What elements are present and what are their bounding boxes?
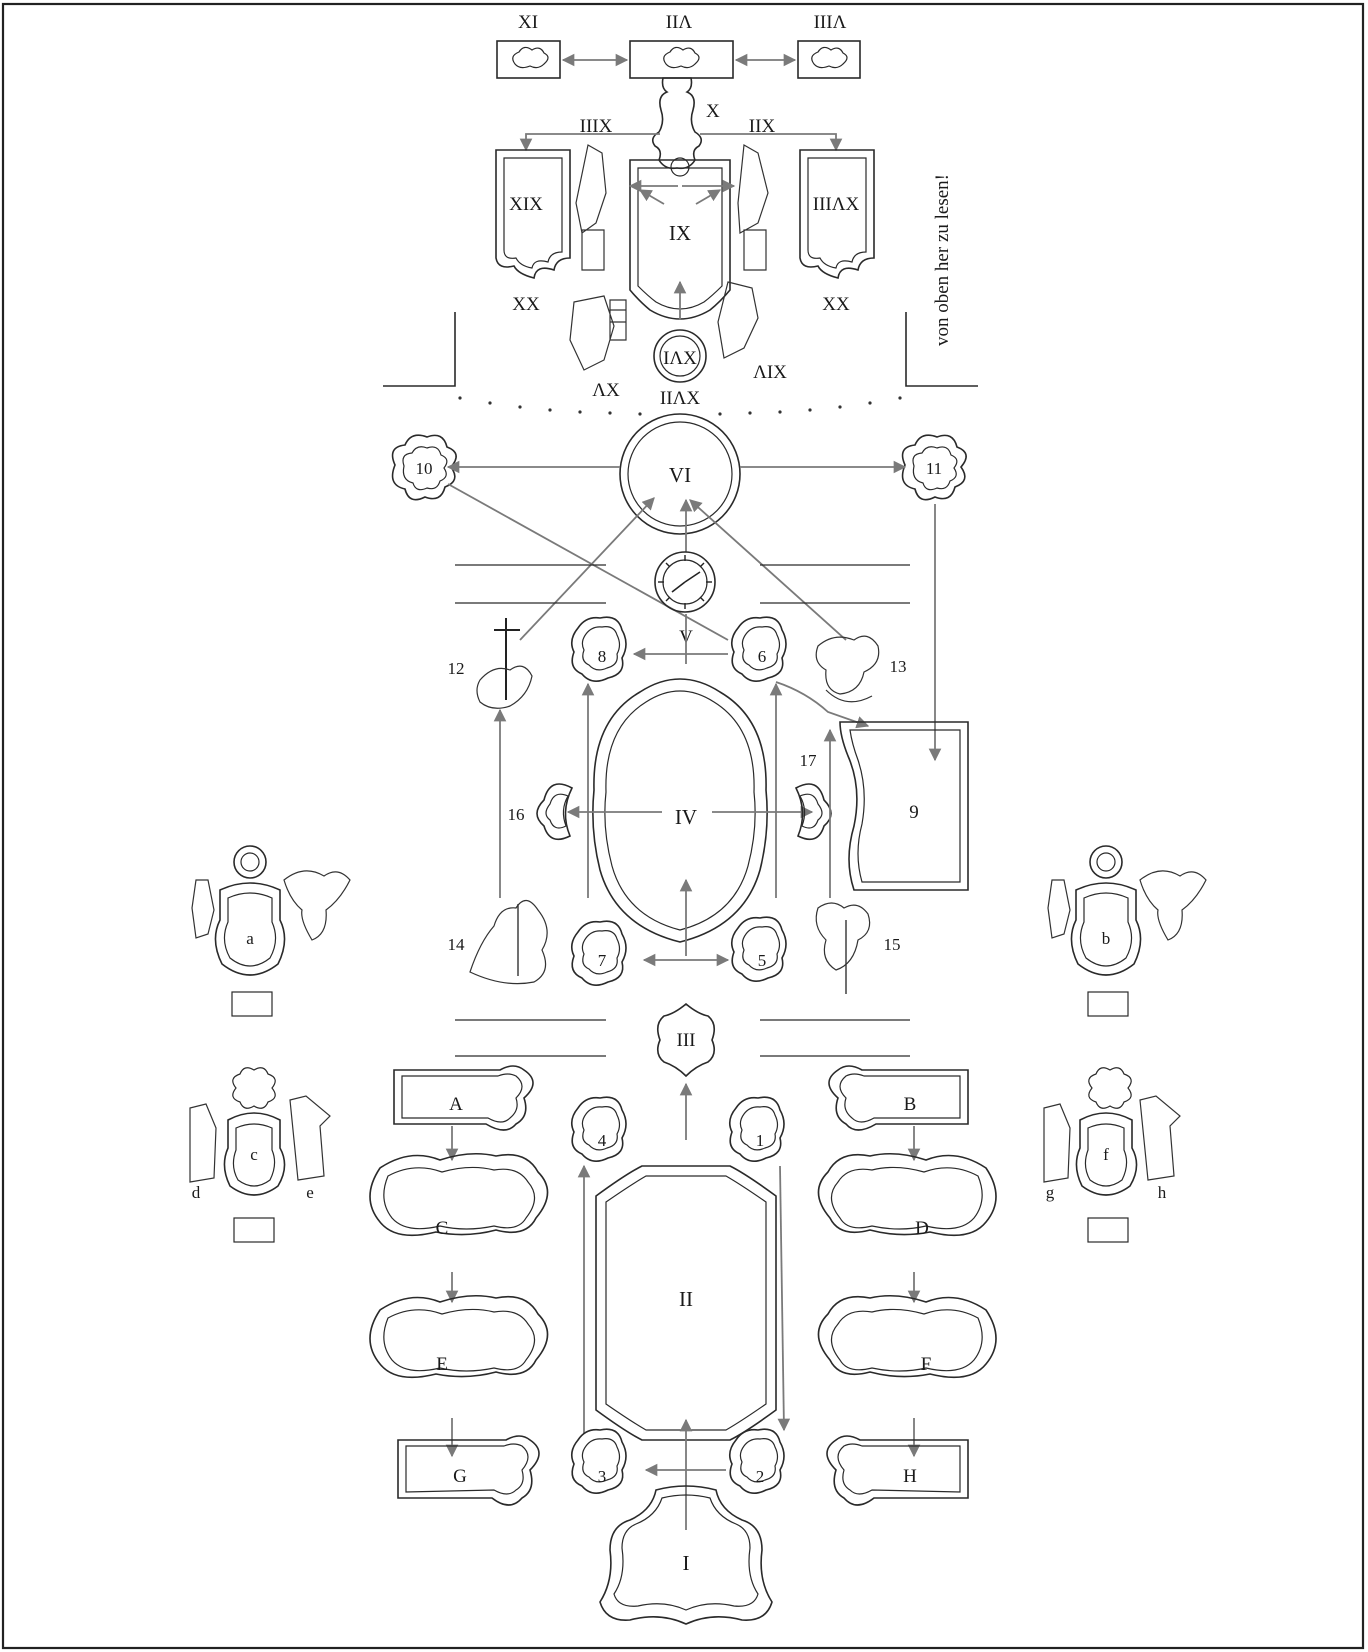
svg-text:d: d bbox=[192, 1183, 201, 1202]
cartouche-c: C bbox=[370, 1154, 548, 1239]
svg-text:I: I bbox=[683, 1551, 690, 1575]
svg-text:3: 3 bbox=[598, 1467, 607, 1486]
svg-text:b: b bbox=[1102, 929, 1111, 948]
cartouche-8: 8 bbox=[572, 617, 626, 681]
svg-text:II: II bbox=[679, 1287, 693, 1311]
cartouche-xi: XI bbox=[497, 12, 560, 78]
svg-text:IIIΛX: IIIΛX bbox=[813, 194, 860, 215]
cartouche-iiiv: IIIΛ bbox=[798, 12, 860, 78]
panel-xix: XIX XX bbox=[496, 150, 570, 315]
quatrefoil-10: 10 bbox=[393, 435, 457, 499]
side-group-a: a bbox=[192, 846, 350, 1016]
cartouche-5: 5 bbox=[732, 917, 786, 981]
side-note: von oben her zu lesen! bbox=[932, 174, 953, 346]
cartouche-iiv: IIΛ bbox=[630, 12, 733, 78]
svg-text:IΛX: IΛX bbox=[663, 348, 697, 369]
cartouche-iv: IV bbox=[593, 679, 767, 942]
svg-text:c: c bbox=[250, 1145, 258, 1164]
cartouche-f: F bbox=[818, 1296, 996, 1378]
svg-text:9: 9 bbox=[909, 802, 919, 823]
svg-text:8: 8 bbox=[598, 647, 607, 666]
svg-text:12: 12 bbox=[448, 659, 465, 678]
panel-ii: II bbox=[596, 1166, 776, 1440]
cartouche-2: 2 bbox=[730, 1429, 784, 1493]
svg-text:14: 14 bbox=[448, 935, 466, 954]
svg-text:C: C bbox=[436, 1218, 449, 1239]
svg-text:IX: IX bbox=[669, 221, 691, 245]
svg-text:ΛIX: ΛIX bbox=[753, 362, 787, 383]
svg-text:1: 1 bbox=[756, 1131, 765, 1150]
svg-text:15: 15 bbox=[884, 935, 901, 954]
svg-text:B: B bbox=[904, 1094, 917, 1115]
svg-text:13: 13 bbox=[890, 657, 907, 676]
figure-12: 12 bbox=[448, 618, 533, 708]
panel-9: 9 bbox=[840, 722, 968, 890]
middle-section: VI 10 11 bbox=[393, 414, 968, 1140]
svg-text:7: 7 bbox=[598, 951, 607, 970]
figure-15: 15 bbox=[816, 903, 900, 994]
figure-14: 14 bbox=[448, 900, 548, 983]
svg-text:17: 17 bbox=[800, 751, 818, 770]
cartouche-d: D bbox=[818, 1154, 996, 1239]
svg-text:VI: VI bbox=[669, 463, 691, 487]
svg-text:F: F bbox=[921, 1354, 932, 1375]
svg-text:11: 11 bbox=[926, 459, 942, 478]
svg-text:D: D bbox=[915, 1218, 929, 1239]
cartouche-iii: III bbox=[658, 1004, 715, 1076]
svg-text:4: 4 bbox=[598, 1131, 607, 1150]
svg-text:XI: XI bbox=[518, 12, 538, 33]
svg-text:e: e bbox=[306, 1183, 314, 1202]
cartouche-1: 1 bbox=[730, 1097, 784, 1161]
cartouche-g: G bbox=[398, 1436, 539, 1505]
side-group-f: f g h bbox=[1044, 1068, 1180, 1242]
svg-text:H: H bbox=[903, 1466, 917, 1487]
svg-text:IIΛ: IIΛ bbox=[666, 12, 693, 33]
svg-text:2: 2 bbox=[756, 1467, 765, 1486]
svg-text:IV: IV bbox=[675, 805, 697, 829]
svg-text:h: h bbox=[1158, 1183, 1167, 1202]
cartouche-h: H bbox=[827, 1436, 968, 1505]
ornament-17: 17 bbox=[796, 751, 831, 839]
panel-iiivx: IIIΛX XX bbox=[800, 150, 874, 315]
svg-text:ΛX: ΛX bbox=[592, 380, 620, 401]
ornament-16: 16 bbox=[508, 784, 573, 839]
quatrefoil-11: 11 bbox=[903, 435, 967, 499]
svg-text:E: E bbox=[436, 1354, 448, 1375]
svg-text:XX: XX bbox=[822, 294, 850, 315]
cartouche-6: 6 bbox=[732, 617, 786, 681]
figure-13: 13 bbox=[816, 636, 906, 702]
cartouche-a: A bbox=[394, 1066, 533, 1130]
svg-text:IIΛX: IIΛX bbox=[660, 388, 700, 409]
svg-text:XIX: XIX bbox=[509, 194, 543, 215]
svg-text:X: X bbox=[706, 101, 720, 122]
side-group-b: b bbox=[1048, 846, 1206, 1016]
cartouche-4: 4 bbox=[572, 1097, 626, 1161]
lower-section: A B C D E bbox=[370, 1066, 996, 1624]
svg-text:A: A bbox=[449, 1094, 463, 1115]
svg-text:IIIΛ: IIIΛ bbox=[814, 12, 847, 33]
svg-text:6: 6 bbox=[758, 647, 767, 666]
svg-text:XX: XX bbox=[512, 294, 540, 315]
upper-ceiling: XI IIΛ IIIΛ X IIIX IIX XIX XX bbox=[383, 12, 978, 416]
cartouche-3: 3 bbox=[572, 1429, 626, 1493]
svg-text:16: 16 bbox=[508, 805, 525, 824]
clock-icon bbox=[655, 552, 715, 612]
svg-text:10: 10 bbox=[416, 459, 433, 478]
cartouche-7: 7 bbox=[572, 921, 626, 985]
svg-text:a: a bbox=[246, 929, 254, 948]
side-group-c: c d e bbox=[190, 1068, 330, 1242]
svg-text:f: f bbox=[1103, 1145, 1109, 1164]
svg-text:III: III bbox=[677, 1030, 696, 1051]
medallion-ivx: IΛX bbox=[654, 330, 706, 382]
svg-text:G: G bbox=[453, 1466, 467, 1487]
svg-text:g: g bbox=[1046, 1183, 1055, 1202]
cartouche-e: E bbox=[370, 1296, 548, 1378]
cartouche-b: B bbox=[829, 1066, 968, 1130]
svg-text:5: 5 bbox=[758, 951, 767, 970]
